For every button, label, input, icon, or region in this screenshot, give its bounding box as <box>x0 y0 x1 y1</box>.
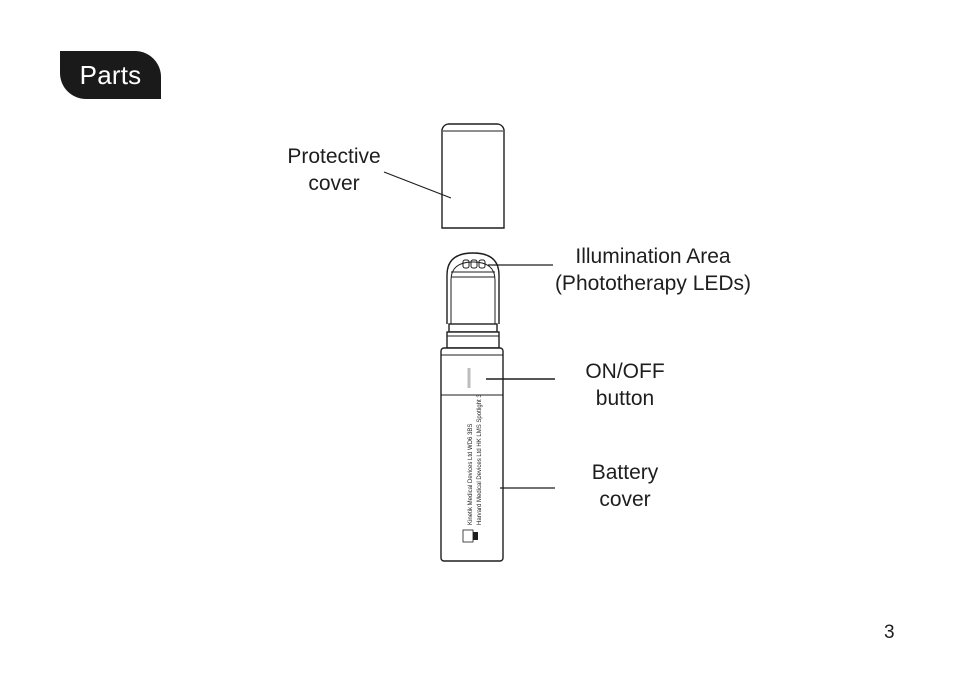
illumination-area-drawing <box>446 252 500 349</box>
page-number: 3 <box>884 622 895 643</box>
protective-cover-drawing <box>441 123 505 229</box>
device-label-line-2: Harvard Medical Devices Ltd HK LMS Spotl… <box>477 394 483 525</box>
on-off-button-label: ON/OFF button <box>585 360 665 410</box>
protective-cover-label: Protective cover <box>287 145 381 195</box>
device-body-drawing <box>440 347 504 562</box>
section-title-badge: Parts <box>60 51 161 99</box>
section-title: Parts <box>79 59 142 90</box>
protective-cover-leader <box>383 171 452 199</box>
device-label-line-1: Kinetik Medical Devices Ltd WD6 3BS <box>468 424 474 525</box>
battery-cover-label: Battery cover <box>591 461 659 511</box>
illumination-area-label: Illumination Area (Phototherapy LEDs) <box>554 245 752 295</box>
